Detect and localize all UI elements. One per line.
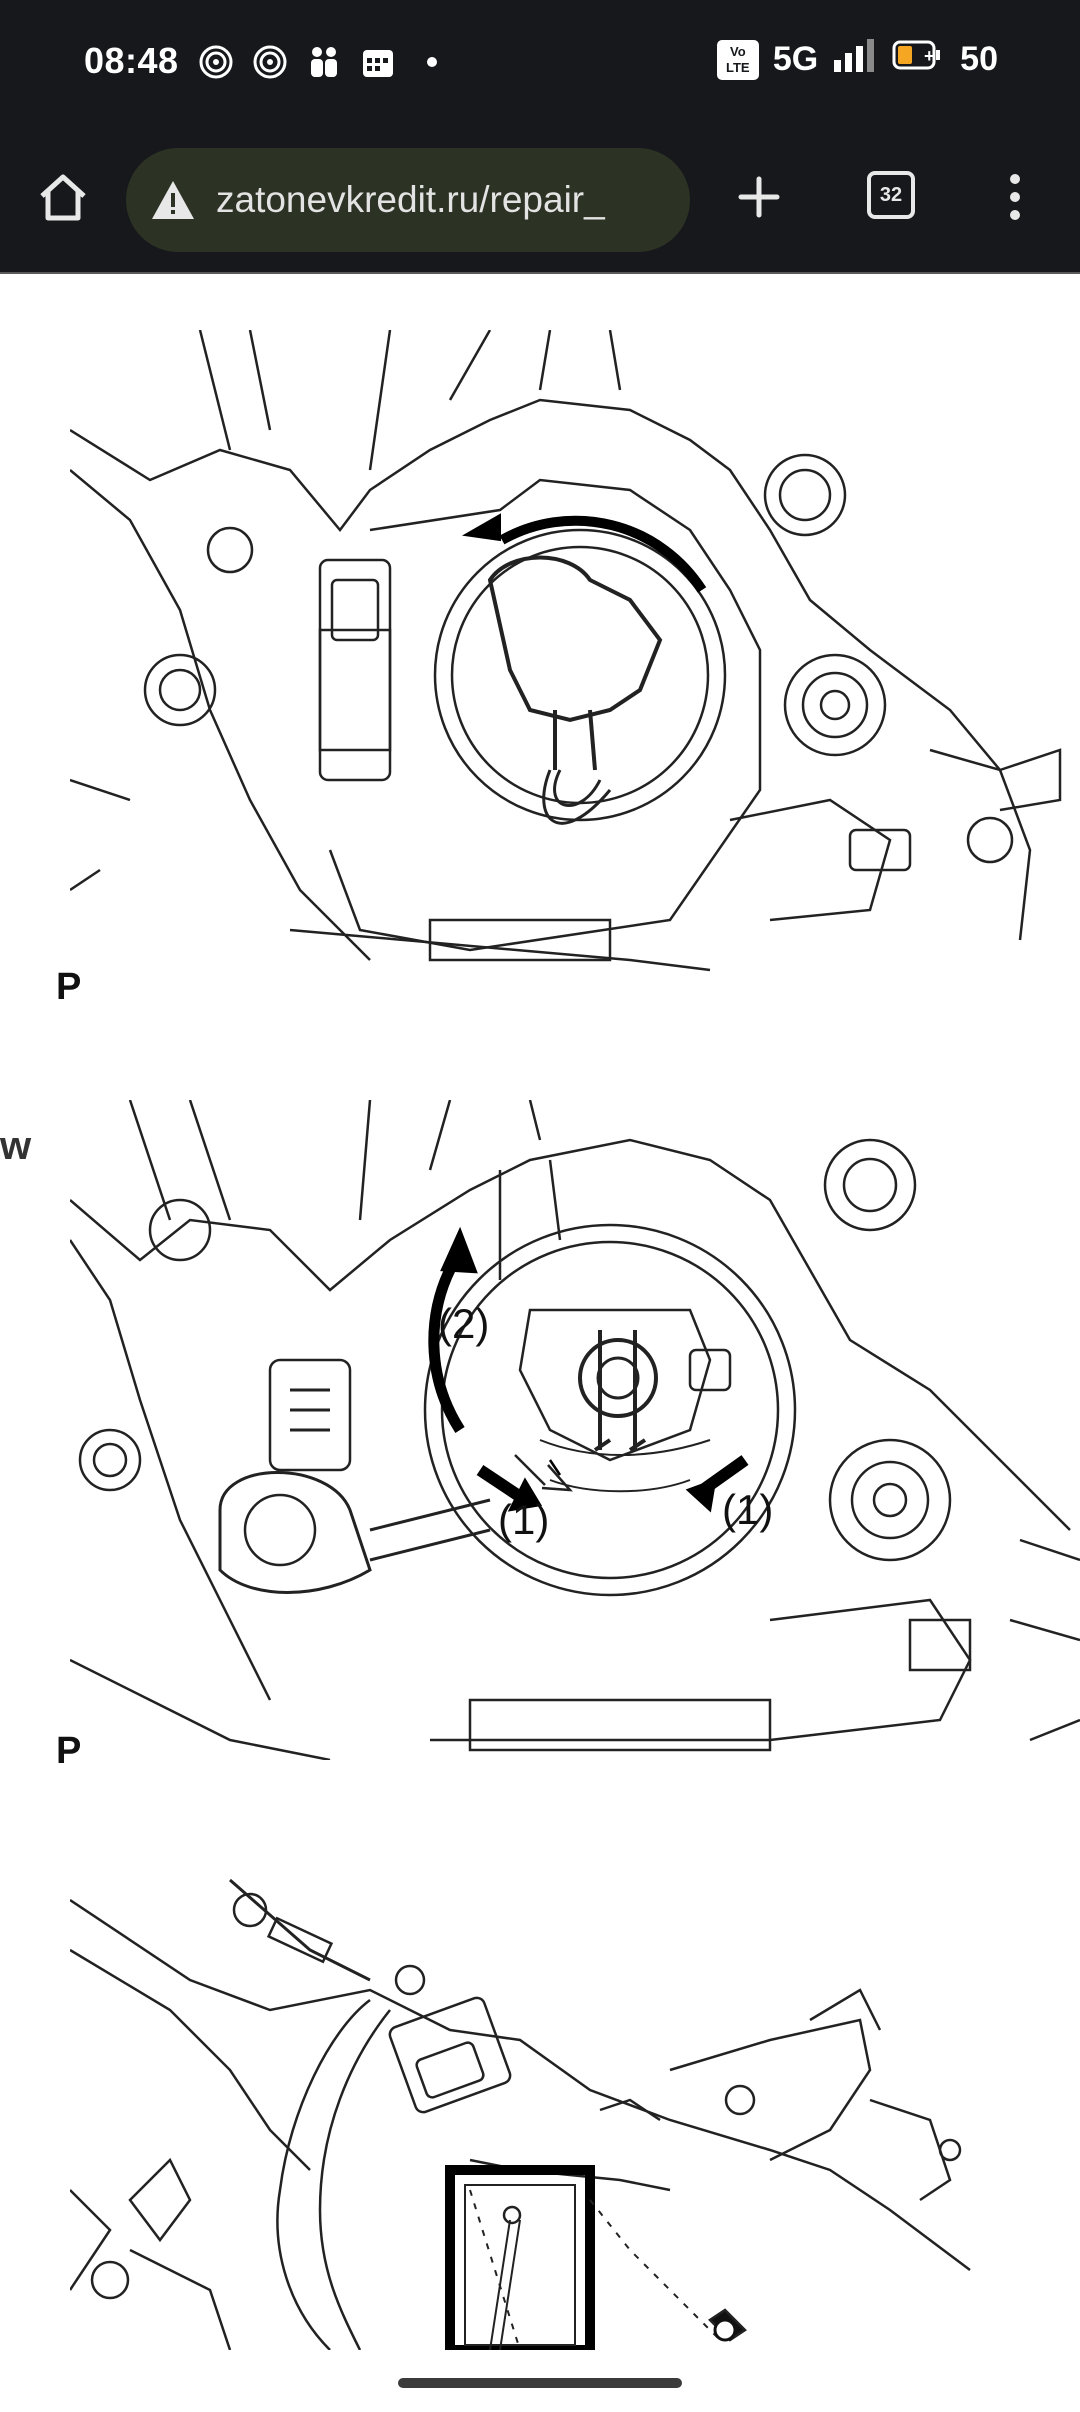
status-right: Vo LTE 5G + 50 [716,38,998,81]
volte-top: Vo [729,43,746,59]
status-bar: 08:48 Vo LTE 5G [0,0,1080,120]
family-icon [304,42,344,82]
top-bar: 08:48 Vo LTE 5G [0,0,1080,272]
notification-icons [196,42,452,82]
callout-2: (2) [438,1300,490,1347]
figure-label: P [56,1730,82,1772]
status-time: 08:48 [84,40,179,81]
tab-count: 32 [867,171,915,219]
callout-1-right: (1) [722,1486,774,1533]
headlight-bulb-removal-diagram [70,330,1070,990]
calendar-icon [358,42,398,82]
overflow-menu-button[interactable] [990,162,1040,232]
browser-toolbar: zatonevkredit.ru/repair_ 32 [0,140,1080,260]
callout-1-left: (1) [498,1496,550,1543]
plus-icon [738,176,780,218]
figure-label: P [56,966,82,1008]
warning-icon[interactable] [148,175,198,225]
kebab-menu-icon [1010,174,1020,220]
address-bar[interactable]: zatonevkredit.ru/repair_ [126,148,690,252]
headlight-socket-removal-diagram [70,1100,1080,1760]
fingerprint-icon [250,42,290,82]
more-notifications-dot-icon [412,42,452,82]
volte-bottom: LTE [726,59,750,75]
home-button[interactable] [30,164,96,230]
signal-icon [832,38,878,81]
volte-icon: Vo LTE [716,39,759,80]
url-text[interactable]: zatonevkredit.ru/repair_ [216,179,605,220]
home-icon [40,174,86,221]
battery-icon: + [892,39,946,80]
toolbar-divider [0,272,1080,274]
fingerprint-icon [196,42,236,82]
gesture-nav-handle[interactable] [398,2378,682,2388]
clipped-text: w [0,1124,32,1168]
headlight-assembly-diagram [70,1870,1000,2350]
svg-text:+: + [924,46,935,66]
battery-level: 50 [960,40,998,78]
network-type: 5G [772,40,819,78]
tab-switcher-button[interactable]: 32 [862,166,920,224]
new-tab-button[interactable] [724,162,794,232]
